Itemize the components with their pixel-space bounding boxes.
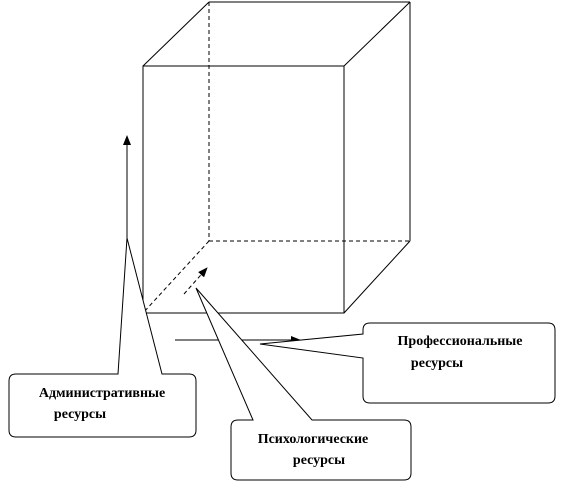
cube-hidden-edges [142,2,410,314]
label-professional-line1: Профессиональные [398,334,523,349]
cube-edge-top-left [142,1,210,67]
label-professional-line2: ресурсы [411,356,463,371]
cube-front-face [142,65,345,314]
label-administrative-line2: ресурсы [54,407,106,422]
callout-professional-shape [259,322,556,404]
callout-professional: Профессиональные ресурсы [259,322,556,404]
label-administrative-line1: Административные [39,386,165,401]
cube [142,1,411,314]
label-psychological-line1: Психологические [258,432,369,447]
callout-administrative: Административные ресурсы [8,237,197,438]
cube-edge-bottom-right [343,240,411,314]
depth-axis-arrow [183,267,208,295]
callout-administrative-shape [8,237,197,438]
cube-hidden-edge-diagonal [142,240,210,314]
label-psychological-line2: ресурсы [293,453,345,468]
callout-psychological-shape [195,287,412,481]
cube-edge-top-right [343,1,411,67]
callout-psychological: Психологические ресурсы [195,287,412,481]
